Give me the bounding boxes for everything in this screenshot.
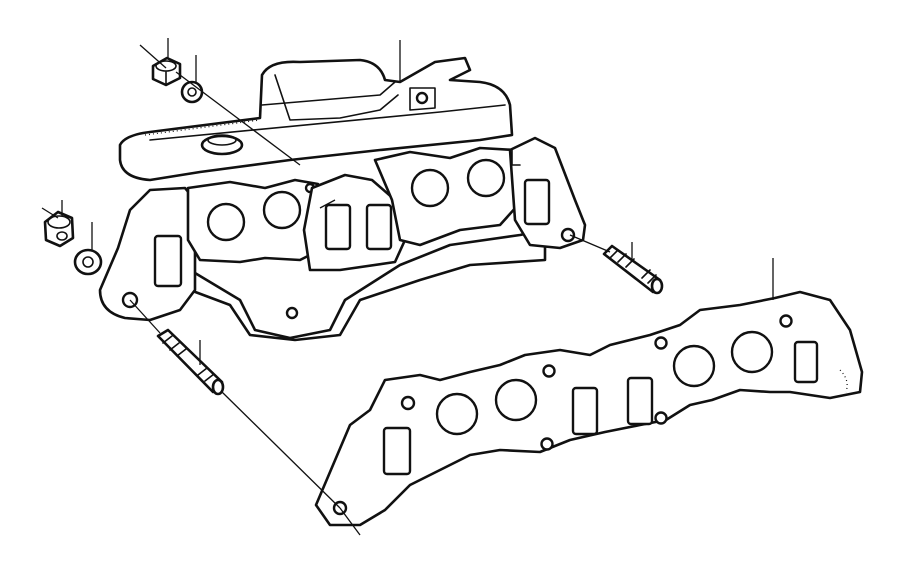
manifold-port	[523, 178, 551, 226]
gasket-port-round	[435, 392, 479, 436]
nut	[151, 56, 182, 87]
gasket-bolt-hole	[400, 395, 416, 411]
manifold-boss-hole	[415, 91, 429, 105]
gasket-bolt-hole	[654, 411, 668, 425]
manifold-port	[324, 203, 352, 251]
manifold-casting-edge	[274, 74, 399, 121]
manifold-stud-hole	[285, 306, 299, 320]
manifold-port-round	[410, 168, 450, 208]
manifold-gasket	[314, 290, 864, 527]
gasket-bolt-hole	[540, 437, 554, 451]
manifold-shading	[144, 119, 261, 136]
washer	[180, 80, 204, 104]
gasket-port	[793, 340, 819, 384]
gasket-port-round	[494, 378, 538, 422]
gasket-bolt-hole	[779, 314, 793, 328]
manifold-vacuum-boss-top	[207, 134, 237, 146]
gasket-port	[382, 426, 412, 476]
manifold-flange-hole	[560, 227, 576, 243]
gasket-bolt-hole	[542, 364, 556, 378]
gasket-port-round	[730, 330, 774, 374]
gasket-bolt-hole	[654, 336, 668, 350]
manifold-port-round	[466, 158, 506, 198]
gasket-port-round	[672, 344, 716, 388]
nut	[43, 210, 75, 248]
gasket-stipple	[839, 369, 848, 393]
manifold-port-round	[262, 190, 302, 230]
stud	[602, 244, 664, 295]
washer	[73, 248, 103, 276]
manifold-casting-edge	[149, 104, 506, 141]
intake-exhaust-manifold	[98, 56, 587, 342]
manifold-flange-notch	[511, 149, 521, 166]
leader-lines	[41, 38, 774, 536]
manifold-boss	[409, 87, 436, 111]
manifold-casting-edge	[261, 81, 396, 106]
stud	[156, 328, 225, 396]
gasket-port	[626, 376, 654, 426]
manifold-port-round	[206, 202, 246, 242]
manifold-port	[153, 234, 183, 288]
gasket-port	[571, 386, 599, 436]
manifold-port	[365, 203, 393, 251]
